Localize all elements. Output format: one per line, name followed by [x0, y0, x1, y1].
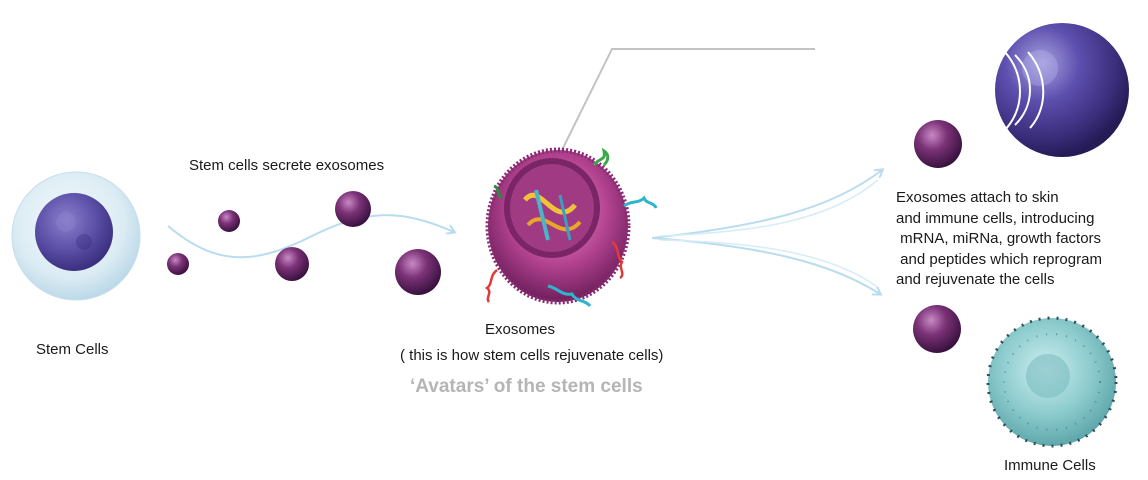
exosome-near-immune-cell — [913, 305, 961, 353]
attach-description: Exosomes attach to skin and immune cells… — [896, 188, 1102, 291]
exosome-cross-section — [484, 147, 658, 307]
exosome-particle-3 — [275, 247, 309, 281]
avatars-label: ‘Avatars’ of the stem cells — [410, 376, 643, 397]
skin-cell — [995, 23, 1129, 157]
exosome-particle-1 — [218, 210, 240, 232]
exosome-near-skin-cell — [914, 120, 962, 168]
exosomes-label: Exosomes — [485, 321, 556, 338]
exosome-particle-4 — [335, 191, 371, 227]
secretion-arrow — [167, 214, 454, 259]
exosome-particle-5 — [395, 249, 441, 295]
arrow-to-skin-cell — [651, 170, 882, 239]
attach-line-3: mRNA, miRNa, growth factors — [896, 230, 1102, 247]
exosome-particle-2 — [167, 253, 189, 275]
immune-cells-label: Immune Cells — [1004, 457, 1096, 474]
rejuvenate-note-label: ( this is how stem cells rejuvenate cell… — [400, 347, 664, 364]
secrete-exosomes-label: Stem cells secrete exosomes — [189, 157, 385, 174]
attach-line-4: and peptides which reprogram — [896, 250, 1102, 268]
immune-cell — [986, 316, 1118, 448]
attach-line-2: and immune cells, introducing — [896, 209, 1095, 227]
arrow-to-immune-cell — [651, 237, 880, 294]
attach-line-5: and rejuvenate the cells — [896, 271, 1055, 288]
stem-cells-label: Stem Cells — [36, 341, 109, 358]
attach-line-1: Exosomes attach to skin — [896, 189, 1059, 206]
connector-line — [561, 48, 815, 151]
stem-cell — [11, 171, 141, 301]
